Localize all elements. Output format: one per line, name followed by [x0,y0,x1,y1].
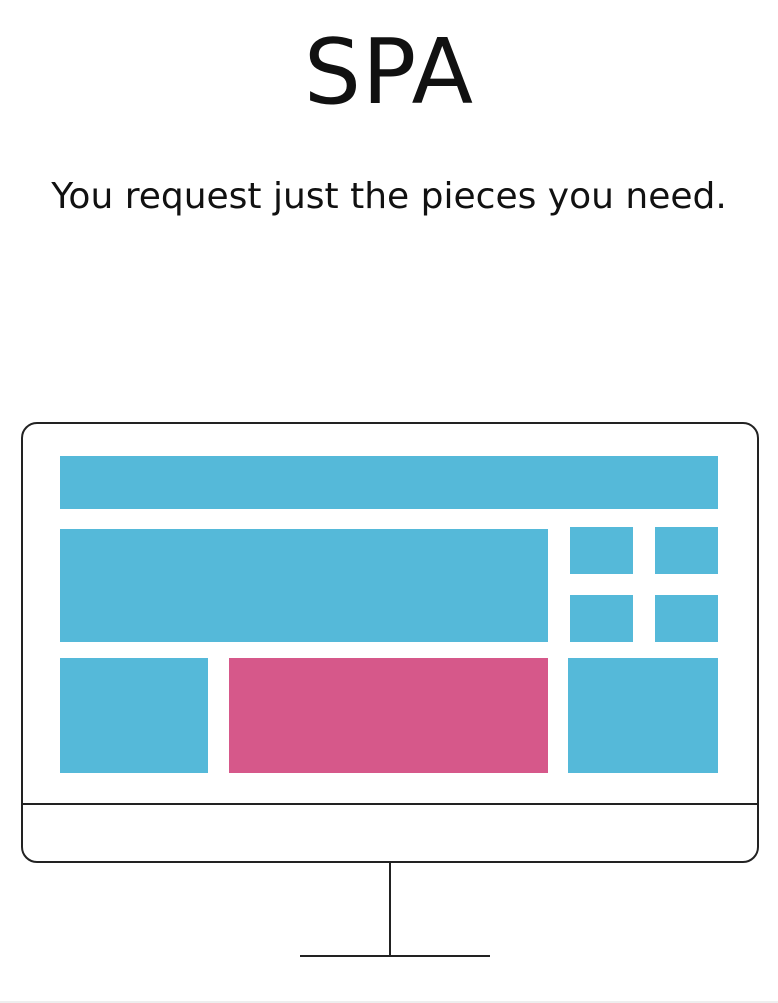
small-block-bottom-left [570,595,633,642]
small-block-top-left [570,527,633,574]
bottom-left-block [60,658,208,773]
main-content-block [60,529,548,642]
small-block-bottom-right [655,595,718,642]
diagram-subtitle: You request just the pieces you need. [51,176,727,217]
small-block-top-right [655,527,718,574]
bottom-divider [0,1001,778,1003]
diagram-title: SPA [303,20,475,125]
bottom-right-block [568,658,718,773]
header-block [60,456,718,509]
requested-piece-block [229,658,548,773]
